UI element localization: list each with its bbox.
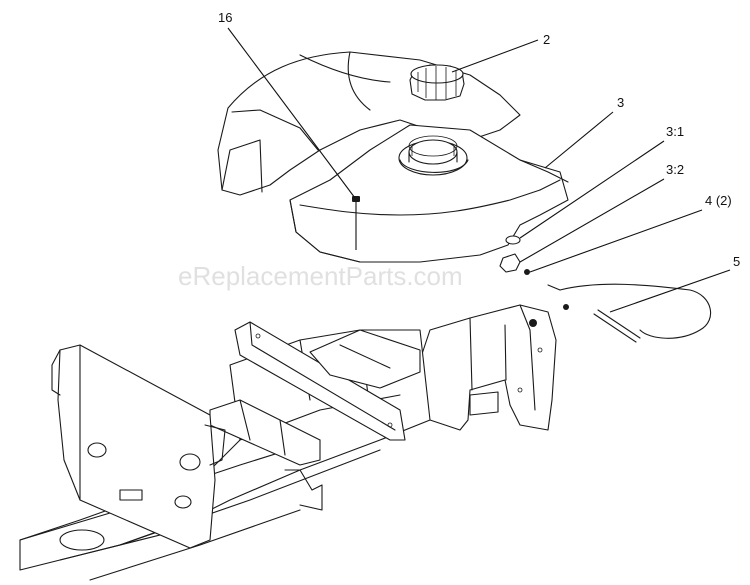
callout-4: 4 (2) [705, 193, 732, 208]
callout-3: 3 [617, 95, 624, 110]
watermark: eReplacementParts.com [178, 261, 463, 291]
callout-16: 16 [218, 10, 232, 25]
fuel-cap [409, 64, 465, 101]
callout-3-1: 3:1 [666, 124, 684, 139]
callout-5: 5 [733, 254, 740, 269]
front-panel [51, 344, 323, 551]
callout-2: 2 [543, 32, 550, 47]
fuel-hose [547, 283, 712, 343]
callout-3-2: 3:2 [666, 162, 684, 177]
fuel-fitting [499, 235, 530, 275]
cross-brackets [209, 321, 421, 466]
fuel-tank [289, 124, 569, 263]
leader-lines [227, 27, 731, 313]
callouts: 16 2 3 3:1 3:2 4 (2) 5 [218, 10, 740, 269]
frame-body [417, 304, 569, 431]
